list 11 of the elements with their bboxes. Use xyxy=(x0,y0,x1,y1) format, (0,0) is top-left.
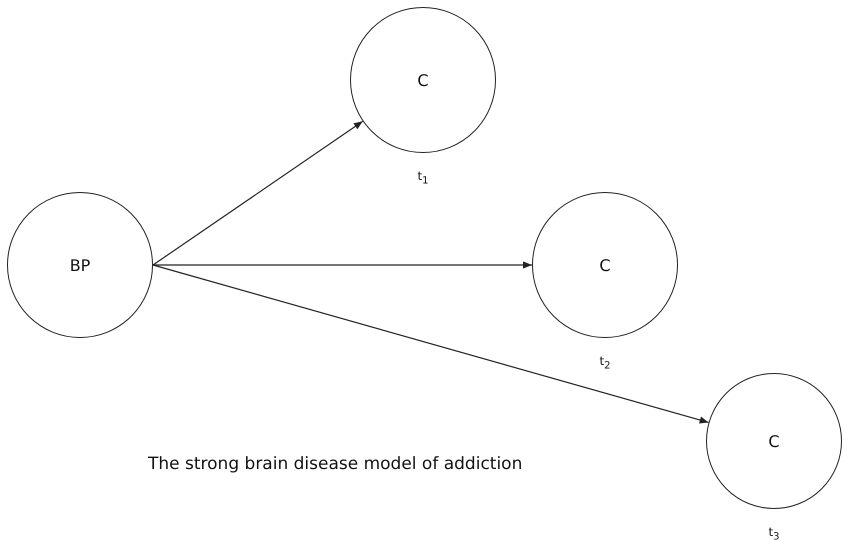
time-label: t$_{3}$ xyxy=(768,525,780,540)
caption: The strong brain disease model of addiction xyxy=(148,454,522,474)
node-label: BP xyxy=(70,256,90,274)
time-label: t$_{2}$ xyxy=(599,354,611,372)
arrow xyxy=(153,261,532,269)
arrow xyxy=(152,264,709,424)
arrow xyxy=(152,120,364,266)
time-label: t$_{1}$ xyxy=(417,169,429,186)
node-label: C xyxy=(768,432,780,450)
node-label: C xyxy=(599,256,611,274)
node-label: C xyxy=(417,70,429,90)
